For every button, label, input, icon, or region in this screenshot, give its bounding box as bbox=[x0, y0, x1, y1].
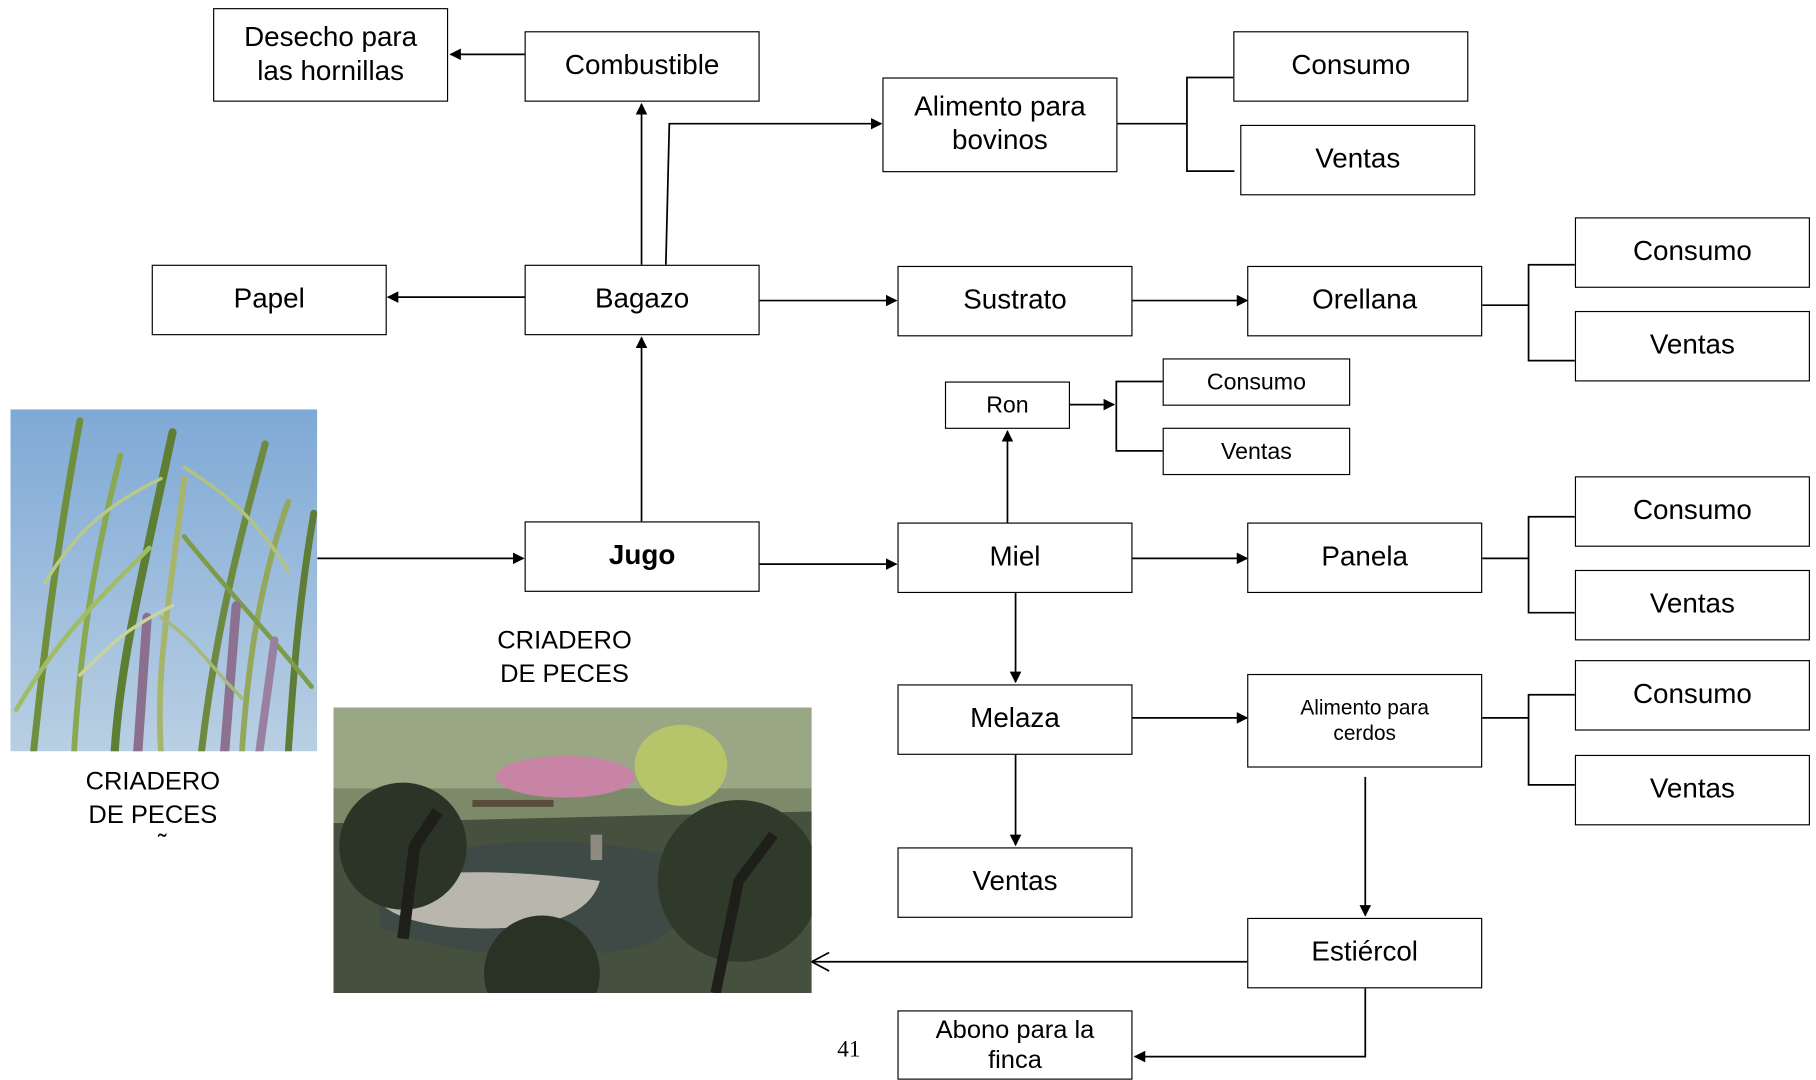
box-estiercol: Estiércol bbox=[1247, 917, 1483, 989]
label-criadero-peces-top: CRIADERO DE PECES bbox=[497, 625, 632, 688]
branch-bovinos-split bbox=[1186, 76, 1235, 172]
fish-pond-photo bbox=[333, 707, 812, 994]
box-sustrato: Sustrato bbox=[897, 265, 1133, 337]
box-alimento-cerdos: Alimento para cerdos bbox=[1247, 673, 1483, 768]
branch-cerdos-split bbox=[1527, 693, 1575, 786]
box-desecho-hornillas: Desecho para las hornillas bbox=[213, 8, 449, 102]
box-ventas-panela: Ventas bbox=[1574, 569, 1810, 641]
label-criadero-peces-cana: CRIADERO DE PECES CAÑA bbox=[85, 766, 221, 837]
box-papel: Papel bbox=[151, 264, 387, 336]
branch-orellana-split bbox=[1527, 263, 1575, 362]
box-ventas-orellana: Ventas bbox=[1574, 310, 1810, 382]
box-panela: Panela bbox=[1247, 522, 1483, 594]
box-consumo-orellana: Consumo bbox=[1574, 217, 1810, 288]
box-orellana: Orellana bbox=[1247, 265, 1483, 337]
sugarcane-photo bbox=[10, 409, 318, 752]
box-ventas-bovinos: Ventas bbox=[1240, 124, 1476, 196]
box-consumo-bovinos: Consumo bbox=[1233, 31, 1469, 102]
box-ventas-ron: Ventas bbox=[1162, 427, 1351, 476]
box-ventas-melaza: Ventas bbox=[897, 847, 1133, 918]
box-jugo: Jugo bbox=[524, 521, 760, 592]
box-melaza: Melaza bbox=[897, 684, 1133, 755]
box-ventas-cerdos: Ventas bbox=[1574, 754, 1810, 826]
arrow-estiercol-abono bbox=[1133, 988, 1367, 1063]
box-bagazo: Bagazo bbox=[524, 264, 760, 336]
branch-ron-split bbox=[1115, 380, 1163, 452]
box-miel: Miel bbox=[897, 522, 1133, 594]
box-alimento-bovinos: Alimento para bovinos bbox=[882, 77, 1118, 173]
box-consumo-cerdos: Consumo bbox=[1574, 660, 1810, 731]
box-consumo-panela: Consumo bbox=[1574, 476, 1810, 547]
branch-panela-split bbox=[1527, 515, 1575, 614]
page-number: 41 bbox=[837, 1036, 861, 1063]
box-combustible: Combustible bbox=[524, 31, 760, 102]
box-ron: Ron bbox=[944, 381, 1070, 429]
box-abono-finca: Abono para la finca bbox=[897, 1010, 1133, 1080]
arrow-bagazo-bovinos bbox=[664, 117, 883, 265]
box-consumo-ron: Consumo bbox=[1162, 358, 1351, 406]
